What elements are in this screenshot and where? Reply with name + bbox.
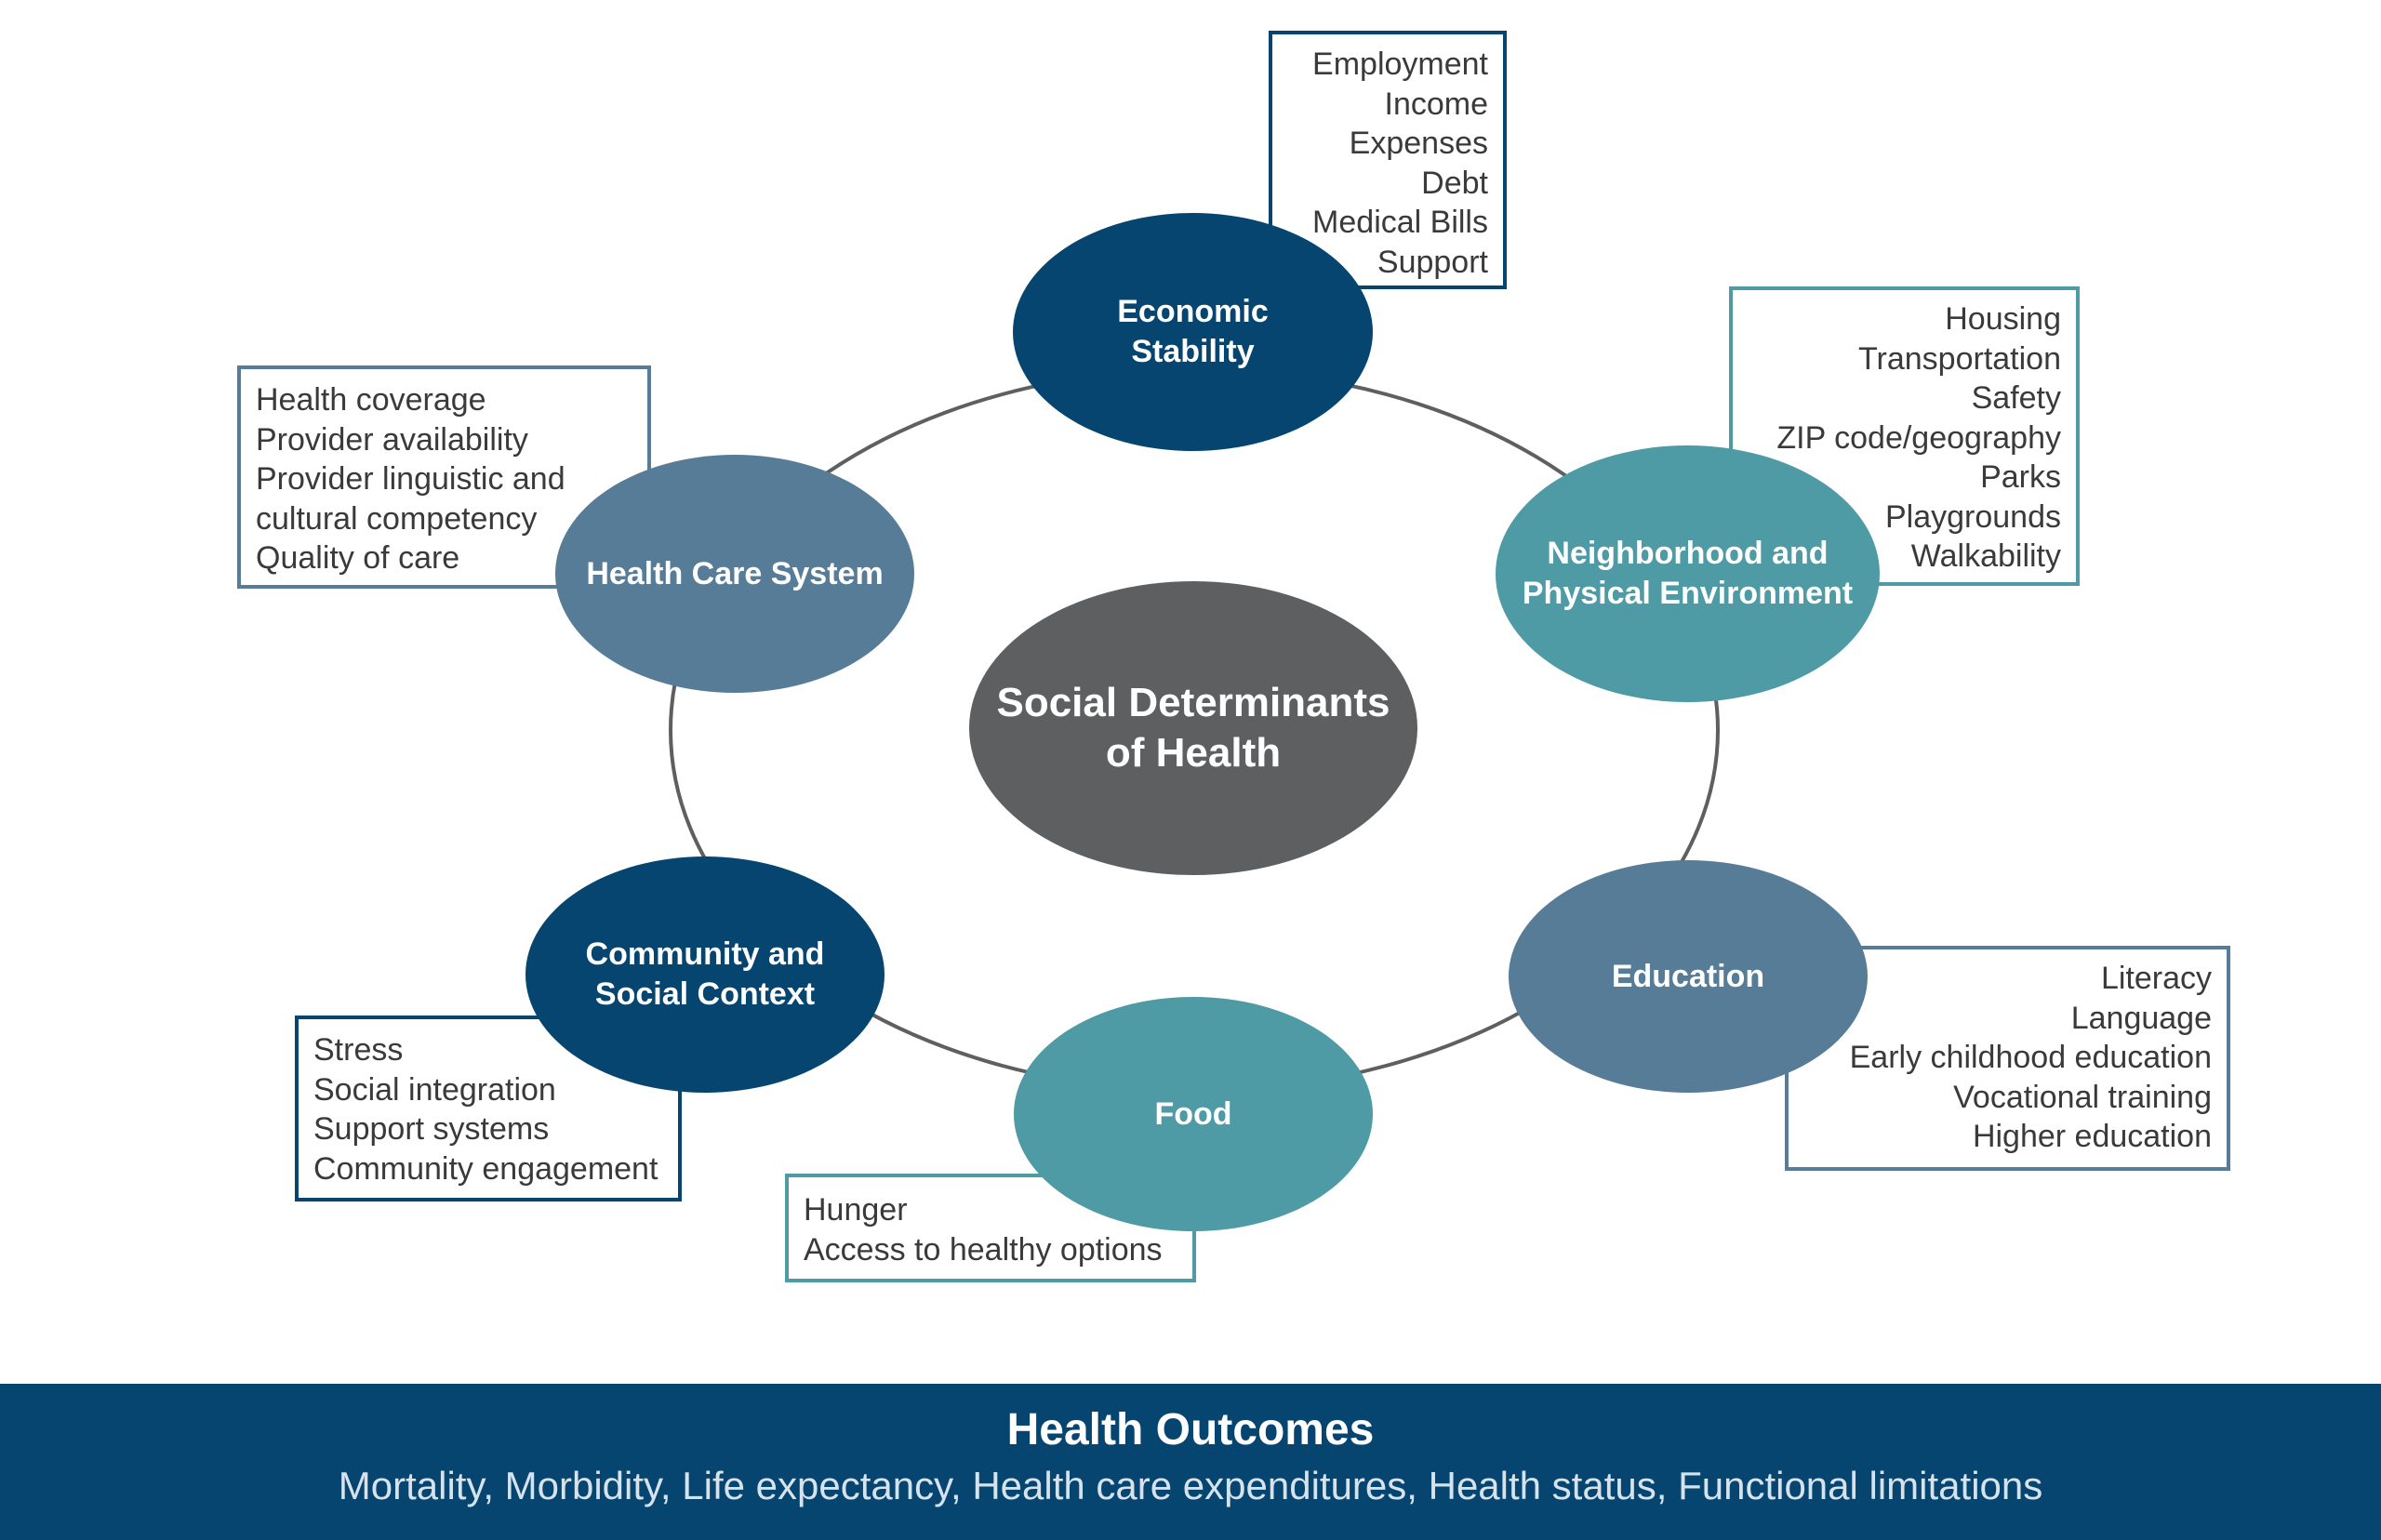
footer-title: Health Outcomes — [1006, 1405, 1375, 1454]
list-item: Walkability — [1910, 538, 2061, 574]
list-item: Income — [1384, 86, 1489, 122]
list-item: Higher education — [1972, 1119, 2212, 1154]
food-node: Food — [1014, 997, 1373, 1231]
list-item: Support — [1377, 244, 1488, 280]
list-item: Language — [2070, 1000, 2212, 1036]
center-node: Social Determinants of Health — [969, 581, 1417, 875]
list-item: Quality of care — [256, 540, 460, 576]
list-item: Playgrounds — [1884, 498, 2061, 535]
food-box: Hunger Access to healthy options — [785, 1174, 1196, 1282]
list-item: Provider availability — [256, 421, 528, 458]
list-item: Transportation — [1858, 340, 2061, 377]
list-item: cultural competency — [256, 500, 538, 537]
list-item: Expenses — [1349, 126, 1488, 161]
list-item: Debt — [1421, 165, 1488, 201]
education-node: Education — [1509, 860, 1868, 1093]
list-item: Support systems — [313, 1111, 550, 1147]
list-item: Housing — [1945, 301, 2061, 337]
list-item: Early childhood education — [1849, 1040, 2212, 1075]
list-item: Social integration — [313, 1071, 556, 1108]
list-item: Medical Bills — [1312, 205, 1488, 240]
community-social-node: Community and Social Context — [525, 856, 885, 1093]
list-item: Hunger — [804, 1192, 908, 1228]
list-item: Safety — [1971, 380, 2061, 416]
list-item: Literacy — [2100, 961, 2212, 996]
list-item: Employment — [1312, 46, 1488, 82]
list-item: Provider linguistic and — [256, 461, 565, 497]
list-item: Health coverage — [256, 382, 486, 418]
list-item: Access to healthy options — [804, 1231, 1163, 1268]
health-outcomes-banner: Health Outcomes Mortality, Morbidity, Li… — [0, 1384, 2381, 1540]
health-care-system-node: Health Care System — [555, 455, 914, 693]
economic-stability-node: Economic Stability — [1013, 213, 1373, 451]
footer-subtitle: Mortality, Morbidity, Life expectancy, H… — [338, 1464, 2043, 1507]
neighborhood-environment-node: Neighborhood and Physical Environment — [1496, 445, 1880, 702]
list-item: ZIP code/geography — [1776, 419, 2061, 456]
list-item: Stress — [313, 1032, 404, 1068]
list-item: Parks — [1980, 459, 2061, 495]
list-item: Community engagement — [313, 1150, 658, 1187]
list-item: Vocational training — [1953, 1079, 2212, 1115]
